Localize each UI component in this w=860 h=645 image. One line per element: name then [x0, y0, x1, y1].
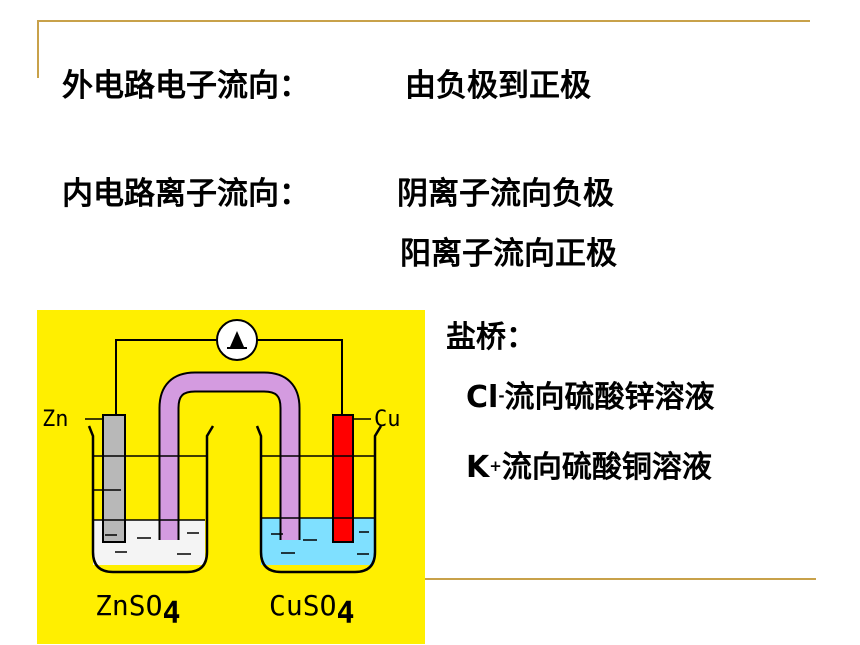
zn-label: Zn: [42, 407, 69, 432]
beaker-graduations: [93, 455, 375, 491]
cu-label: Cu: [374, 407, 401, 432]
znso4-formula: ZnSO: [95, 589, 162, 622]
cuso4-label: CuSO4: [269, 589, 355, 631]
znso4-subscript: 4: [162, 596, 180, 631]
chloride-destination: 流向硫酸锌溶液: [504, 380, 715, 415]
zinc-electrode: [102, 414, 126, 543]
salt-bridge: [160, 373, 299, 540]
diagram-background: [37, 310, 425, 644]
ammeter: [216, 319, 258, 361]
decorative-top-line: [37, 20, 810, 22]
znso4-label: ZnSO4: [95, 589, 181, 631]
wire-right: [257, 339, 343, 415]
cation-flow-text: 阳离子流向正极: [400, 236, 617, 272]
cuso4-subscript: 4: [336, 596, 354, 631]
potassium-charge: +: [489, 457, 502, 475]
right-beaker: [255, 425, 383, 574]
left-beaker: [87, 425, 215, 574]
external-circuit-value: 由负极到正极: [405, 68, 591, 104]
decorative-bottom-line: [422, 578, 816, 580]
external-circuit-label: 外电路电子流向：: [62, 68, 310, 104]
potassium-destination: 流向硫酸铜溶液: [501, 450, 712, 485]
potassium-symbol: K: [466, 450, 490, 485]
chloride-charge: -: [498, 387, 505, 405]
wire-left: [115, 339, 217, 415]
copper-electrode: [332, 414, 354, 543]
decorative-left-line: [37, 20, 39, 78]
internal-circuit-label: 内电路离子流向：: [62, 176, 310, 212]
anion-flow-text: 阴离子流向负极: [397, 176, 614, 212]
galvanic-cell-diagram: Zn Cu ZnSO4 CuSO4: [37, 310, 425, 644]
potassium-flow-text: K+流向硫酸铜溶液: [466, 450, 712, 486]
cuso4-formula: CuSO: [269, 589, 336, 622]
cuso4-solution: [261, 518, 374, 565]
solution-dashes: [105, 531, 369, 555]
chloride-flow-text: Cl-流向硫酸锌溶液: [466, 380, 715, 416]
ammeter-needle-icon: [230, 331, 244, 347]
chloride-symbol: Cl: [466, 380, 499, 415]
salt-bridge-title: 盐桥：: [446, 320, 536, 355]
